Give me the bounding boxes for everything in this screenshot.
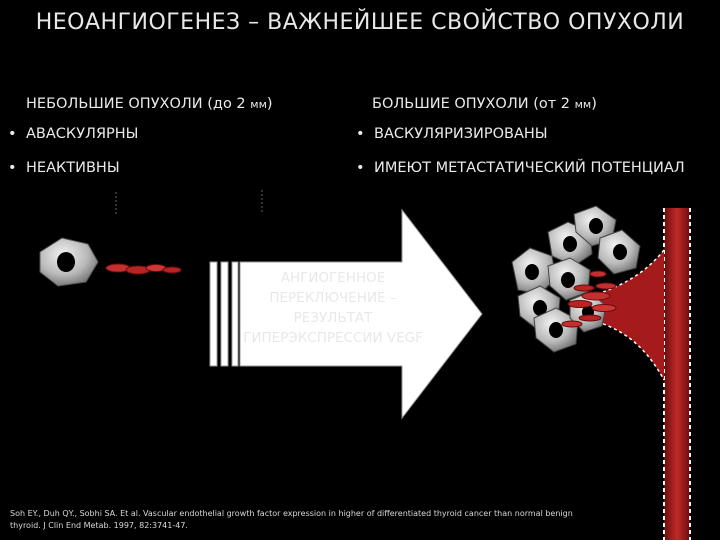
- caption-line: ГИПЕРЭКСПРЕССИИ VEGF: [243, 330, 423, 346]
- arrow-stripe: [209, 261, 218, 367]
- small-vessel: [105, 263, 182, 275]
- small-tumor-illustration: [39, 237, 182, 287]
- small-tumors-unit: мм: [250, 98, 267, 111]
- angiogenic-switch-arrow: [239, 208, 483, 420]
- tumor-cell: [533, 307, 579, 353]
- vessel-branch: [586, 250, 664, 380]
- caption-line: ПЕРЕКЛЮЧЕНИЕ –: [269, 290, 397, 306]
- large-tumors-unit: мм: [574, 98, 592, 111]
- bullet-dot: •: [356, 126, 365, 142]
- citation-line: Soh EY., Duh QY., Sobhi SA. Et al. Vascu…: [10, 509, 573, 518]
- bullet-vascularized-text: ВАСКУЛЯРИЗИРОВАНЫ: [374, 126, 548, 142]
- bullet-metastatic-text: ИМЕЮТ МЕТАСТАТИЧЕСКИЙ ПОТЕНЦИАЛ: [374, 160, 685, 176]
- slide-title: НЕОАНГИОГЕНЕЗ – ВАЖНЕЙШЕЕ СВОЙСТВО ОПУХО…: [35, 10, 685, 35]
- bullet-dot: •: [8, 126, 17, 142]
- small-tumors-heading-end: ): [266, 96, 273, 112]
- citation-line: thyroid. J Clin End Metab. 1997, 82:3741…: [10, 521, 188, 530]
- tumor-cell: [597, 229, 641, 275]
- bullet-vascularized: • ВАСКУЛЯРИЗИРОВАНЫ: [356, 126, 548, 142]
- caption-line: РЕЗУЛЬТАТ: [293, 310, 373, 326]
- bullet-dot: •: [8, 160, 17, 176]
- bullet-avascular: • АВАСКУЛЯРНЫ: [8, 126, 138, 142]
- caption-line: АНГИОГЕННОЕ: [280, 270, 386, 286]
- angiogenic-switch-caption: АНГИОГЕННОЕ ПЕРЕКЛЮЧЕНИЕ – РЕЗУЛЬТАТ ГИП…: [228, 268, 438, 348]
- small-tumors-heading: НЕБОЛЬШИЕ ОПУХОЛИ (до 2 мм): [26, 96, 273, 112]
- large-tumor-illustration: [511, 205, 641, 353]
- arrow-stripe: [220, 261, 229, 367]
- blood-vessel: [585, 208, 691, 540]
- bullet-dot: •: [356, 160, 365, 176]
- bullet-avascular-text: АВАСКУЛЯРНЫ: [26, 126, 139, 142]
- arrow-stripe: [231, 261, 239, 367]
- bullet-inactive-text: НЕАКТИВНЫ: [26, 160, 120, 176]
- large-tumors-heading-text: БОЛЬШИЕ ОПУХОЛИ (от 2: [372, 96, 575, 112]
- bullet-inactive: • НЕАКТИВНЫ: [8, 160, 120, 176]
- large-tumors-heading-end: ): [591, 96, 597, 112]
- vessel-trunk: [664, 208, 690, 540]
- cell-nucleus: [57, 252, 75, 272]
- bullet-metastatic: • ИМЕЮТ МЕТАСТАТИЧЕСКИЙ ПОТЕНЦИАЛ: [356, 160, 685, 176]
- small-tumors-heading-text: НЕБОЛЬШИЕ ОПУХОЛИ (до 2: [26, 96, 251, 112]
- citation: Soh EY., Duh QY., Sobhi SA. Et al. Vascu…: [10, 508, 610, 532]
- tumor-capillaries: [561, 270, 617, 328]
- large-tumors-heading: БОЛЬШИЕ ОПУХОЛИ (от 2 мм): [372, 96, 597, 112]
